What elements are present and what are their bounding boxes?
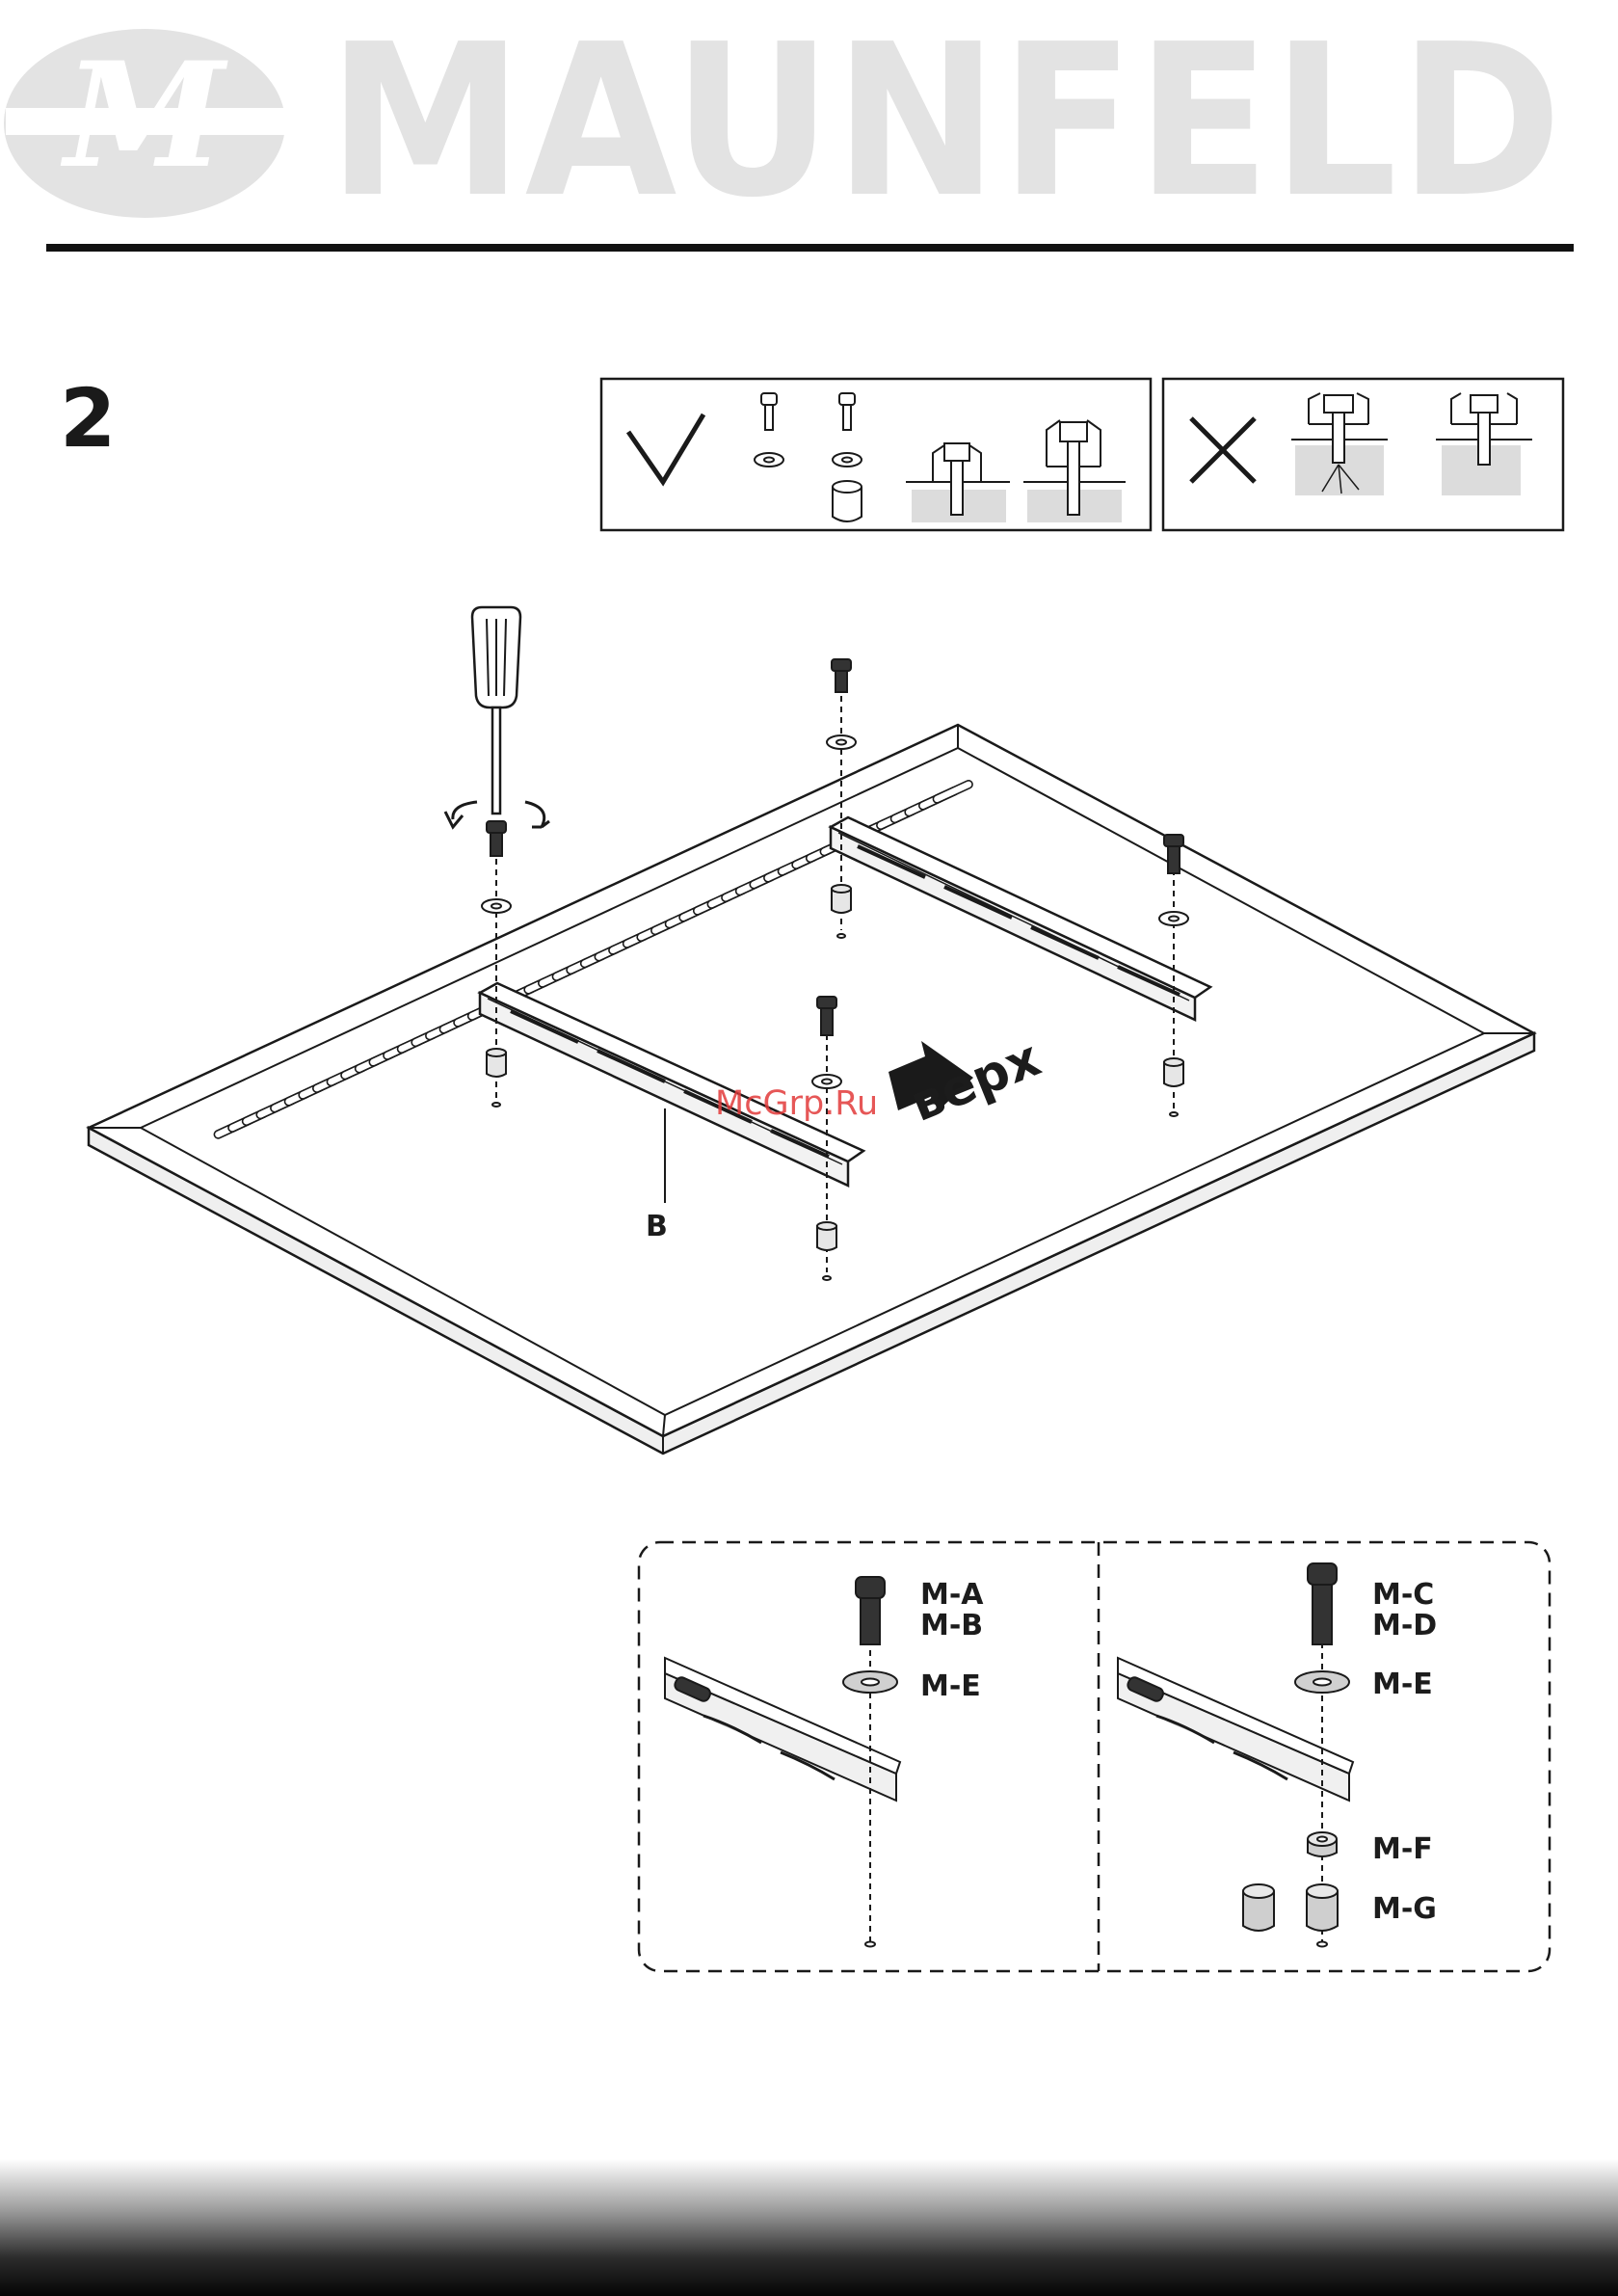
correct-usage-box — [601, 379, 1151, 530]
correct-mount-icon — [1023, 420, 1126, 522]
checkmark-icon — [628, 414, 703, 482]
brand-wordmark: MAUNFELD — [328, 17, 1564, 227]
washer-label-right: M-E — [1372, 1670, 1433, 1699]
incorrect-mount-icon — [1436, 393, 1532, 495]
bracket-label: B — [646, 1213, 668, 1241]
correct-mount-icon — [906, 443, 1010, 522]
footer-band — [0, 2159, 1618, 2296]
step-number: 2 — [60, 378, 116, 459]
detail-left — [665, 1577, 900, 1947]
spacer-label-mg: M-G — [1372, 1895, 1437, 1924]
screwdriver-icon — [445, 607, 549, 827]
logo-monogram: M — [60, 31, 228, 200]
screw-washer-icon — [755, 393, 783, 467]
screw-label-mc: M-C — [1372, 1581, 1434, 1610]
logo-emblem: M — [4, 29, 285, 218]
detail-right — [1118, 1563, 1353, 1947]
screw-label-md: M-D — [1372, 1612, 1437, 1641]
watermark: McGrp.Ru — [715, 1087, 878, 1121]
washer-label-left: M-E — [920, 1672, 981, 1701]
incorrect-mount-icon — [1291, 393, 1388, 495]
header-rule — [46, 244, 1574, 252]
spacer-label-mf: M-F — [1372, 1835, 1433, 1864]
incorrect-usage-box — [1163, 379, 1563, 530]
screw-label-ma: M-A — [920, 1581, 984, 1610]
screw-label-mb: M-B — [920, 1612, 983, 1641]
cross-icon — [1191, 418, 1255, 482]
screw-washer-spacer-icon — [833, 393, 862, 521]
